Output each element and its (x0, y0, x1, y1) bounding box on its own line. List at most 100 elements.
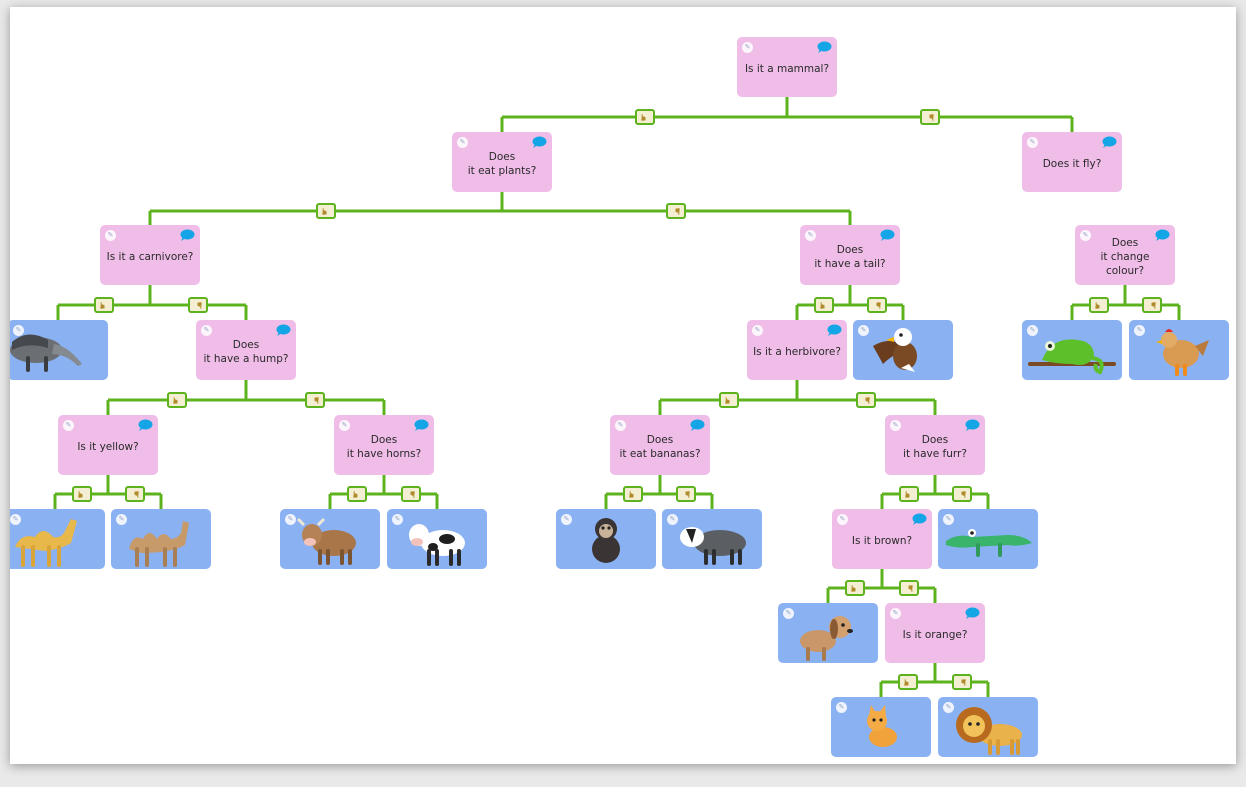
edit-icon[interactable]: ✎ (392, 514, 403, 525)
thumbs-down-icon[interactable]: ☛ (856, 392, 876, 408)
speech-bubble-icon[interactable] (817, 41, 832, 53)
thumbs-up-icon[interactable]: ☛ (316, 203, 336, 219)
thumbs-down-icon[interactable]: ☛ (952, 674, 972, 690)
speech-bubble-icon[interactable] (532, 136, 547, 148)
thumbs-down-icon[interactable]: ☛ (125, 486, 145, 502)
speech-bubble-icon[interactable] (880, 229, 895, 241)
question-node-hump[interactable]: ✎Does it have a hump? (196, 320, 296, 380)
edit-icon[interactable]: ✎ (1027, 325, 1038, 336)
thumbs-down-icon[interactable]: ☛ (952, 486, 972, 502)
edit-icon[interactable]: ✎ (858, 325, 869, 336)
speech-bubble-icon[interactable] (138, 419, 153, 431)
thumbs-down-icon[interactable]: ☛ (867, 297, 887, 313)
answer-node-anteater[interactable]: ✎ (10, 320, 108, 380)
speech-bubble-icon[interactable] (276, 324, 291, 336)
question-node-orange[interactable]: ✎Is it orange? (885, 603, 985, 663)
question-node-brown[interactable]: ✎Is it brown? (832, 509, 932, 569)
edit-icon[interactable]: ✎ (837, 514, 848, 525)
question-node-bananas[interactable]: ✎Does it eat bananas? (610, 415, 710, 475)
connector-plants (148, 192, 852, 225)
connector-brown (826, 569, 937, 603)
thumbs-down-icon[interactable]: ☛ (666, 203, 686, 219)
answer-node-camel[interactable]: ✎ (111, 509, 211, 569)
edit-icon[interactable]: ✎ (1080, 230, 1091, 241)
answer-node-cow[interactable]: ✎ (387, 509, 487, 569)
edit-icon[interactable]: ✎ (339, 420, 350, 431)
speech-bubble-icon[interactable] (827, 324, 842, 336)
question-node-fly[interactable]: ✎Does it fly? (1022, 132, 1122, 192)
lion-picture (956, 707, 1022, 755)
answer-node-dromedary[interactable]: ✎ (10, 509, 105, 569)
thumbs-up-icon[interactable]: ☛ (167, 392, 187, 408)
thumbs-up-icon[interactable]: ☛ (719, 392, 739, 408)
thumbs-down-icon[interactable]: ☛ (1142, 297, 1162, 313)
edit-icon[interactable]: ✎ (783, 608, 794, 619)
edit-icon[interactable]: ✎ (890, 420, 901, 431)
question-node-colour[interactable]: ✎ Does it change colour? (1075, 225, 1175, 285)
answer-node-lion[interactable]: ✎ (938, 697, 1038, 757)
thumbs-down-icon[interactable]: ☛ (920, 109, 940, 125)
edit-icon[interactable]: ✎ (667, 514, 678, 525)
answer-node-cat[interactable]: ✎ (831, 697, 931, 757)
edit-icon[interactable]: ✎ (943, 514, 954, 525)
edit-icon[interactable]: ✎ (1027, 137, 1038, 148)
answer-node-crocodile[interactable]: ✎ (938, 509, 1038, 569)
edit-icon[interactable]: ✎ (457, 137, 468, 148)
edit-icon[interactable]: ✎ (13, 325, 24, 336)
edit-icon[interactable]: ✎ (615, 420, 626, 431)
edit-icon[interactable]: ✎ (285, 514, 296, 525)
question-node-carnivore[interactable]: ✎Is it a carnivore? (100, 225, 200, 285)
edit-icon[interactable]: ✎ (836, 702, 847, 713)
thumbs-down-icon[interactable]: ☛ (899, 580, 919, 596)
thumbs-up-icon[interactable]: ☛ (845, 580, 865, 596)
thumbs-down-icon[interactable]: ☛ (188, 297, 208, 313)
edit-icon[interactable]: ✎ (105, 230, 116, 241)
thumbs-up-icon[interactable]: ☛ (623, 486, 643, 502)
speech-bubble-icon[interactable] (180, 229, 195, 241)
thumbs-up-icon[interactable]: ☛ (72, 486, 92, 502)
edit-icon[interactable]: ✎ (561, 514, 572, 525)
question-node-plants[interactable]: ✎Does it eat plants? (452, 132, 552, 192)
edit-icon[interactable]: ✎ (10, 514, 21, 525)
answer-node-dog[interactable]: ✎ (778, 603, 878, 663)
answer-node-badger[interactable]: ✎ (662, 509, 762, 569)
thumbs-up-icon[interactable]: ☛ (814, 297, 834, 313)
edit-icon[interactable]: ✎ (201, 325, 212, 336)
answer-node-chameleon[interactable]: ✎ (1022, 320, 1122, 380)
question-node-herbivore[interactable]: ✎Is it a herbivore? (747, 320, 847, 380)
answer-node-hen[interactable]: ✎ (1129, 320, 1229, 380)
edit-icon[interactable]: ✎ (943, 702, 954, 713)
thumbs-up-icon[interactable]: ☛ (899, 486, 919, 502)
edit-icon[interactable]: ✎ (63, 420, 74, 431)
thumbs-down-icon[interactable]: ☛ (401, 486, 421, 502)
edit-icon[interactable]: ✎ (805, 230, 816, 241)
edit-icon[interactable]: ✎ (890, 608, 901, 619)
thumbs-up-icon[interactable]: ☛ (94, 297, 114, 313)
speech-bubble-icon[interactable] (1102, 136, 1117, 148)
speech-bubble-icon[interactable] (414, 419, 429, 431)
question-node-tail[interactable]: ✎Does it have a tail? (800, 225, 900, 285)
speech-bubble-icon[interactable] (690, 419, 705, 431)
thumbs-up-icon[interactable]: ☛ (635, 109, 655, 125)
thumbs-up-icon[interactable]: ☛ (1089, 297, 1109, 313)
question-node-horns[interactable]: ✎Does it have horns? (334, 415, 434, 475)
edit-icon[interactable]: ✎ (742, 42, 753, 53)
question-node-mammal[interactable]: ✎Is it a mammal? (737, 37, 837, 97)
question-text: Does it change colour? (1100, 237, 1150, 277)
thumbs-up-icon[interactable]: ☛ (898, 674, 918, 690)
answer-node-bull[interactable]: ✎ (280, 509, 380, 569)
question-node-yellow[interactable]: ✎Is it yellow? (58, 415, 158, 475)
speech-bubble-icon[interactable] (965, 419, 980, 431)
thumbs-up-icon[interactable]: ☛ (347, 486, 367, 502)
thumbs-down-icon[interactable]: ☛ (676, 486, 696, 502)
edit-icon[interactable]: ✎ (116, 514, 127, 525)
speech-bubble-icon[interactable] (1155, 229, 1170, 241)
edit-icon[interactable]: ✎ (752, 325, 763, 336)
edit-icon[interactable]: ✎ (1134, 325, 1145, 336)
thumbs-down-icon[interactable]: ☛ (305, 392, 325, 408)
question-node-furr[interactable]: ✎Does it have furr? (885, 415, 985, 475)
answer-node-eagle[interactable]: ✎ (853, 320, 953, 380)
speech-bubble-icon[interactable] (912, 513, 927, 525)
answer-node-monkey[interactable]: ✎ (556, 509, 656, 569)
speech-bubble-icon[interactable] (965, 607, 980, 619)
